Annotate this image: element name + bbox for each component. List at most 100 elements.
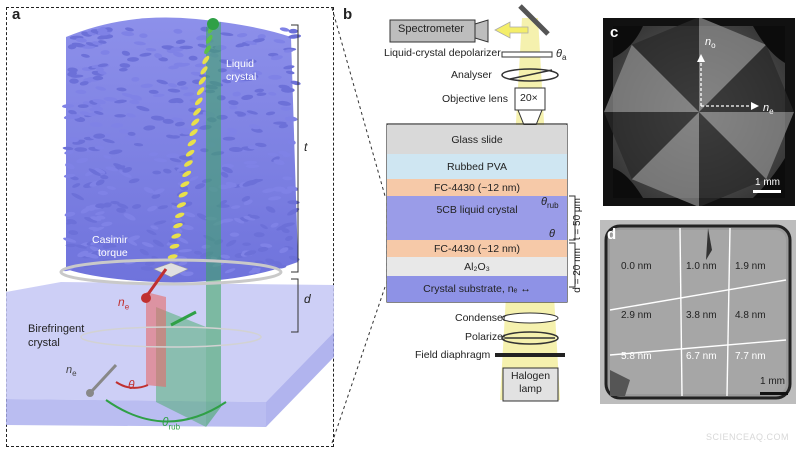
lc-molecule — [252, 38, 265, 43]
lc-molecule — [76, 157, 89, 164]
lc-molecule — [226, 239, 237, 247]
lc-molecule — [183, 92, 195, 97]
lc-molecule — [168, 65, 179, 70]
lc-molecule — [101, 221, 113, 227]
lc-molecule — [92, 98, 105, 104]
lc-molecule — [172, 217, 183, 223]
thickness-cell-4: 2.9 nm — [621, 310, 652, 321]
lc-molecule — [96, 237, 107, 244]
return-arrow — [494, 21, 529, 39]
lc-molecule — [173, 28, 183, 34]
lc-molecule — [80, 207, 91, 214]
lc-molecule — [68, 230, 79, 236]
lc-molecule — [163, 168, 172, 174]
lc-molecule — [131, 76, 140, 82]
lc-molecule — [95, 86, 107, 91]
lc-molecule — [102, 138, 115, 144]
lc-molecule — [70, 176, 79, 181]
lc-molecule — [171, 226, 183, 234]
lc-molecule — [148, 152, 159, 157]
panel-a-frame — [6, 7, 334, 447]
lc-molecule — [265, 111, 276, 116]
aligned-molecule — [182, 170, 192, 178]
lc-molecule — [65, 243, 77, 248]
lc-molecule — [273, 121, 287, 125]
lc-molecule — [281, 228, 290, 234]
lc-molecule — [79, 111, 91, 116]
lc-molecule — [80, 53, 90, 58]
lc-molecule — [278, 123, 289, 129]
lc-molecule — [285, 235, 293, 242]
lc-molecule — [103, 97, 117, 102]
lc-molecule — [139, 52, 152, 57]
lc-molecule — [95, 203, 107, 209]
field-diaphragm-bar — [495, 353, 565, 357]
lc-molecule — [262, 188, 275, 193]
lc-molecule — [231, 69, 244, 74]
birefringent-crystal-slab — [6, 282, 334, 402]
aligned-molecule — [196, 87, 205, 96]
lc-molecule — [270, 55, 283, 61]
panel-d-label: d — [607, 226, 617, 243]
lc-molecule — [285, 116, 298, 122]
aligned-molecule — [180, 181, 190, 188]
lc-molecule — [116, 87, 127, 92]
lc-molecule — [224, 268, 236, 274]
lc-molecule — [152, 188, 165, 195]
lc-molecule — [287, 208, 300, 216]
lc-molecule — [230, 205, 241, 209]
cross-fan-sector — [631, 18, 699, 112]
theta-label: θ — [128, 378, 135, 392]
liquid-crystal-molecules — [62, 26, 301, 277]
aligned-molecule — [174, 212, 185, 219]
lc-molecule — [265, 206, 276, 213]
lc-molecule — [143, 187, 155, 194]
aligned-molecule — [202, 55, 210, 65]
lc-molecule — [140, 266, 154, 271]
lc-molecule — [152, 239, 164, 247]
lc-molecule — [188, 55, 198, 61]
thickness-cell-7: 5.8 nm — [621, 351, 652, 362]
lc-molecule — [175, 98, 184, 104]
aligned-molecule — [189, 128, 198, 137]
lc-molecule — [169, 135, 181, 139]
lc-molecule — [100, 50, 110, 55]
aligned-molecule — [173, 222, 183, 229]
lc-molecule — [252, 267, 260, 273]
lc-molecule — [194, 183, 206, 190]
lc-molecule — [168, 238, 178, 244]
thickness-cell-8: 6.7 nm — [686, 351, 717, 362]
lc-molecule — [257, 34, 266, 40]
lc-molecule — [119, 129, 129, 134]
lc-molecule — [173, 51, 184, 58]
lc-molecule — [229, 105, 238, 110]
lc-molecule — [267, 152, 279, 157]
condenser-lens — [501, 312, 559, 324]
lc-molecule — [281, 189, 292, 194]
lc-molecule — [130, 94, 142, 101]
lc-molecule — [114, 99, 127, 104]
lc-molecule — [255, 142, 267, 148]
lc-molecule — [72, 183, 81, 188]
aligned-molecule — [167, 254, 178, 260]
cross-fan-sector — [699, 112, 767, 206]
n-o-label: no — [705, 36, 716, 51]
lc-molecule — [87, 253, 99, 259]
lc-molecule — [93, 133, 106, 139]
lc-molecule — [144, 261, 155, 266]
lc-molecule — [82, 45, 96, 49]
lc-molecule — [241, 195, 251, 202]
cross-fan-sector — [604, 44, 699, 112]
lc-molecule — [257, 246, 269, 252]
watermark: SCIENCEAQ.COM — [706, 432, 790, 442]
lc-molecule — [229, 232, 240, 237]
panel-d-micrograph — [600, 220, 796, 404]
panel-a-label: a — [12, 6, 21, 23]
lc-molecule — [129, 99, 140, 105]
lc-molecule — [177, 81, 187, 86]
lc-molecule — [94, 145, 105, 150]
lc-molecule — [162, 118, 174, 124]
lc-molecule — [89, 122, 103, 127]
lc-molecule — [97, 190, 108, 196]
